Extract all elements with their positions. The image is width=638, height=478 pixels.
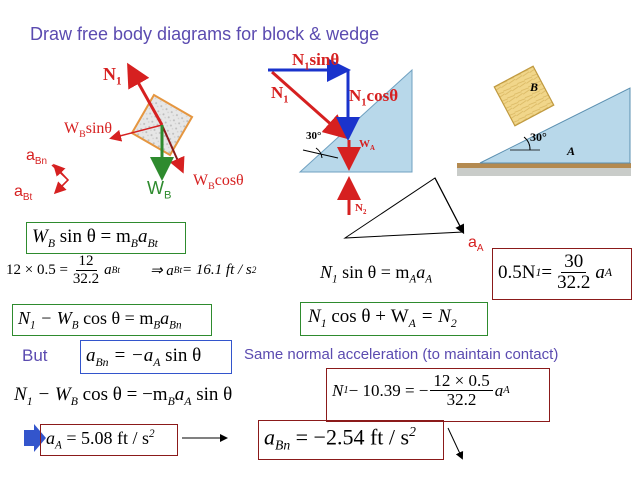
- eq10: aA = 5.08 ft / s2: [46, 428, 155, 452]
- eq4-box: [492, 248, 632, 300]
- eq5-box: [12, 304, 212, 336]
- n1sin-label: N1sinθ: [292, 50, 340, 73]
- eq7-box: [80, 340, 232, 374]
- eq6-box: [300, 302, 488, 336]
- wedge-n1-label: N1: [271, 83, 289, 106]
- photo-angle-label: 30°: [530, 130, 547, 144]
- photo-wedge-label: A: [567, 144, 576, 158]
- eq8: N1 − WB cos θ = −mBaA sin θ: [14, 384, 233, 408]
- abn-label: aBn: [26, 147, 48, 168]
- eq10-box: [40, 424, 178, 456]
- wedge-n1-arrow: [271, 70, 348, 139]
- wa-label: WA: [359, 138, 375, 153]
- eq11-box: [258, 420, 444, 460]
- wb-label: WB: [147, 178, 172, 202]
- wb-sin-label: WBsinθ: [64, 120, 113, 141]
- eq6: N1 cos θ + WA = N2: [308, 306, 457, 330]
- wedge-angle-label: 30°: [306, 130, 322, 142]
- eq9-box: [326, 368, 550, 422]
- abn-direction-arrow: [447, 427, 464, 460]
- wb-cos-arrow: [161, 124, 185, 174]
- eq1-box: [26, 222, 186, 254]
- n1-label: N1: [103, 64, 122, 88]
- pointer-arrow-icon: [24, 424, 46, 452]
- photo-illustration: [457, 65, 631, 176]
- eq5: N1 − WB cos θ = mBaBn: [18, 308, 182, 332]
- eq1: WB sin θ = mBaBt: [32, 226, 158, 250]
- abt-label: aBt: [14, 183, 33, 204]
- but-label: But: [22, 346, 48, 365]
- n2-label: N2: [355, 202, 367, 217]
- eq7: aBn = −aA sin θ: [86, 345, 202, 369]
- abn-arrow: [52, 163, 69, 181]
- abt-arrow: [53, 179, 69, 195]
- n1cos-label: N1cosθ: [349, 86, 399, 109]
- aa-label: aA: [468, 234, 484, 255]
- photo-block-label: B: [530, 80, 539, 94]
- contact-note: Same normal acceleration (to maintain co…: [244, 346, 559, 363]
- eq3: N1 sin θ = mAaA: [320, 262, 433, 286]
- n1-force-arrow: [127, 62, 164, 126]
- eq11: aBn = −2.54 ft / s2: [264, 424, 416, 453]
- wb-cos-label: WBcosθ: [193, 172, 244, 193]
- slide-title: Draw free body diagrams for block & wedg…: [30, 24, 380, 44]
- wb-sin-arrow: [109, 124, 163, 142]
